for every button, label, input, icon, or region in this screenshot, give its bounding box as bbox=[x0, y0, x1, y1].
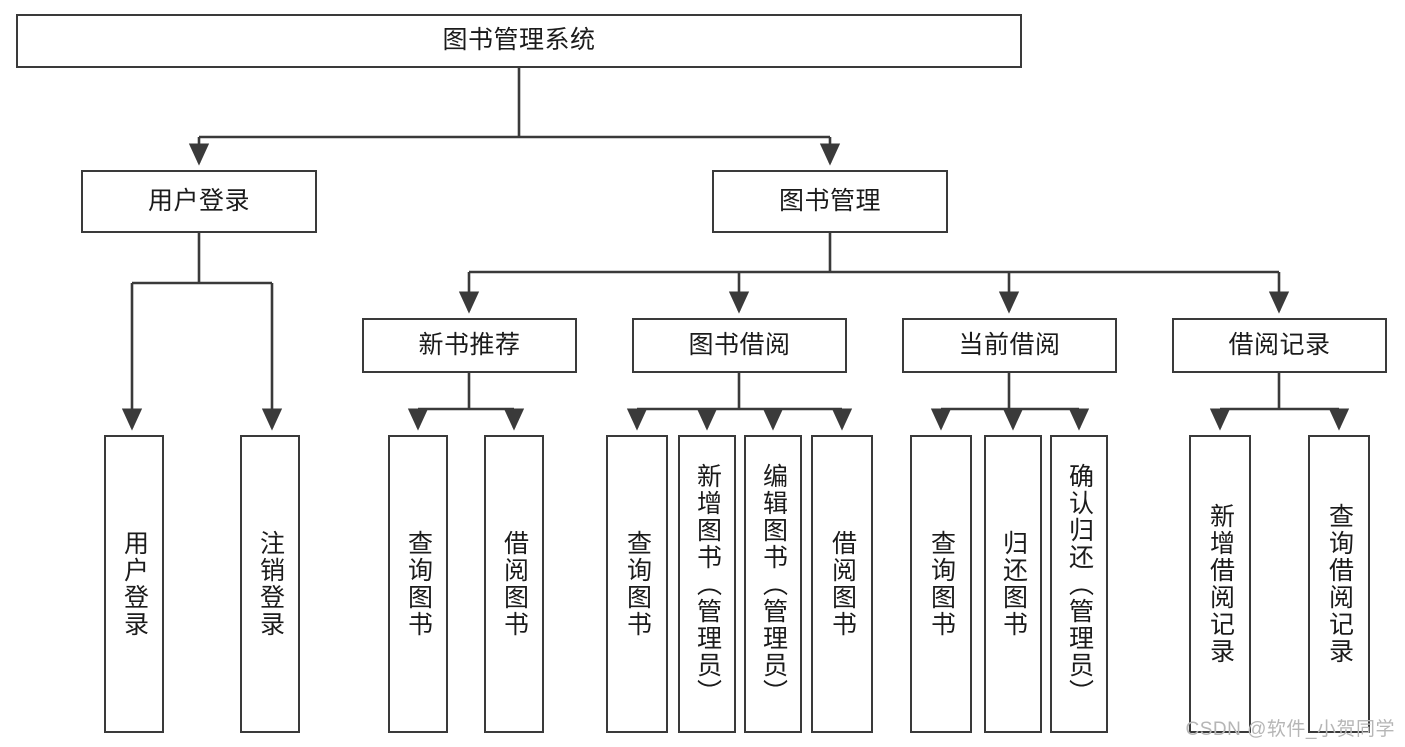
node-leaf-query-book-borrow[interactable]: 查询图书 bbox=[606, 435, 668, 733]
node-borrow-record-label: 借阅记录 bbox=[1228, 330, 1331, 359]
node-leaf-add-record-label: 新增借阅记录 bbox=[1206, 503, 1235, 665]
node-leaf-query-book-borrow-label: 查询图书 bbox=[623, 530, 652, 638]
node-root-label: 图书管理系统 bbox=[442, 26, 596, 55]
node-leaf-edit-book[interactable]: 编辑图书（管理员） bbox=[744, 435, 802, 733]
node-leaf-confirm-return[interactable]: 确认归还（管理员） bbox=[1050, 435, 1108, 733]
node-current-borrow-label: 当前借阅 bbox=[958, 330, 1061, 359]
node-leaf-return-book-label: 归还图书 bbox=[999, 530, 1028, 638]
node-leaf-add-record[interactable]: 新增借阅记录 bbox=[1189, 435, 1251, 733]
node-book-borrow-label: 图书借阅 bbox=[688, 330, 791, 359]
node-leaf-query-record[interactable]: 查询借阅记录 bbox=[1308, 435, 1370, 733]
node-leaf-edit-book-label: 编辑图书（管理员） bbox=[759, 462, 788, 706]
node-new-book-rec[interactable]: 新书推荐 bbox=[362, 318, 577, 373]
node-leaf-add-book[interactable]: 新增图书（管理员） bbox=[678, 435, 736, 733]
node-borrow-record[interactable]: 借阅记录 bbox=[1172, 318, 1387, 373]
node-leaf-user-login-label: 用户登录 bbox=[120, 530, 149, 638]
node-leaf-borrow-book[interactable]: 借阅图书 bbox=[811, 435, 873, 733]
node-leaf-query-record-label: 查询借阅记录 bbox=[1325, 503, 1354, 665]
node-current-borrow[interactable]: 当前借阅 bbox=[902, 318, 1117, 373]
node-leaf-add-book-label: 新增图书（管理员） bbox=[693, 462, 722, 706]
node-root[interactable]: 图书管理系统 bbox=[16, 14, 1022, 68]
node-new-book-rec-label: 新书推荐 bbox=[418, 330, 521, 359]
node-book-manage-label: 图书管理 bbox=[778, 186, 881, 215]
node-leaf-logout-label: 注销登录 bbox=[256, 530, 285, 638]
node-book-manage[interactable]: 图书管理 bbox=[712, 170, 948, 233]
node-leaf-query-book-cur-label: 查询图书 bbox=[927, 530, 956, 638]
node-leaf-logout[interactable]: 注销登录 bbox=[240, 435, 300, 733]
node-leaf-borrow-book-label: 借阅图书 bbox=[828, 530, 857, 638]
node-leaf-borrow-book-rec[interactable]: 借阅图书 bbox=[484, 435, 544, 733]
node-leaf-return-book[interactable]: 归还图书 bbox=[984, 435, 1042, 733]
node-leaf-confirm-return-label: 确认归还（管理员） bbox=[1065, 462, 1094, 706]
node-leaf-user-login[interactable]: 用户登录 bbox=[104, 435, 164, 733]
watermark-text: CSDN @软件_小贺同学 bbox=[1185, 719, 1395, 740]
node-leaf-query-book-rec-label: 查询图书 bbox=[404, 530, 433, 638]
node-leaf-query-book-rec[interactable]: 查询图书 bbox=[388, 435, 448, 733]
node-book-borrow[interactable]: 图书借阅 bbox=[632, 318, 847, 373]
node-leaf-borrow-book-rec-label: 借阅图书 bbox=[500, 530, 529, 638]
node-user-login[interactable]: 用户登录 bbox=[81, 170, 317, 233]
node-leaf-query-book-cur[interactable]: 查询图书 bbox=[910, 435, 972, 733]
node-user-login-label: 用户登录 bbox=[147, 186, 250, 215]
